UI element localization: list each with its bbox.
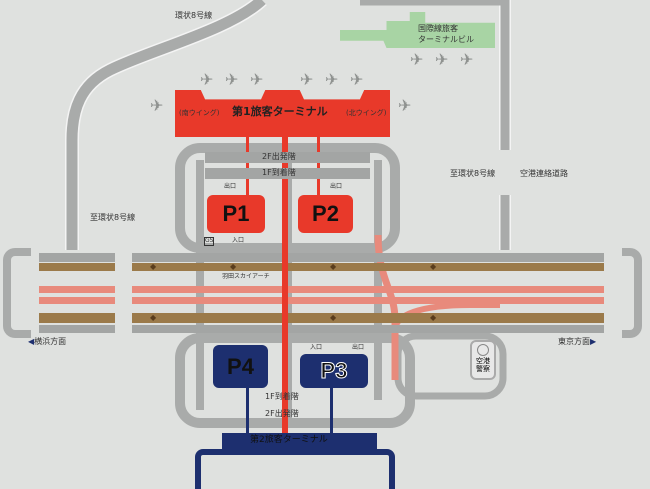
parking-p4[interactable]: P4	[213, 345, 268, 388]
terminal-2	[222, 433, 377, 449]
yokohama-direction: ◀横浜方面	[28, 337, 67, 346]
airplane-icon: ✈	[200, 70, 214, 89]
airplane-icon: ✈	[250, 70, 264, 89]
airport-police: 空港 警察	[470, 340, 496, 380]
airplane-icon: ✈	[325, 70, 339, 89]
airplane-icon: ✈	[350, 70, 364, 89]
terminal-2-label: 第2旅客ターミナル	[250, 435, 328, 445]
loop8-label: 環状8号線	[175, 11, 213, 20]
to-loop8-label: 至環状8号線	[90, 213, 136, 222]
t1-departure-label: 2F出発階	[262, 152, 296, 161]
airplane-icon: ✈	[435, 50, 449, 69]
international-terminal-label: ターミナルビル	[418, 35, 474, 44]
north-wing-label: (北ウイング)	[346, 109, 387, 117]
exit-label: 出口	[224, 183, 237, 190]
parking-p2[interactable]: P2	[298, 195, 353, 233]
entrance-label: 入口	[310, 344, 323, 351]
south-wing-label: (南ウイング)	[179, 109, 220, 117]
parking-p3[interactable]: P3	[300, 354, 368, 388]
terminal-1-label: 第1旅客ターミナル	[232, 105, 328, 118]
sky-arch-label: 羽田スカイアーチ	[222, 273, 270, 280]
to-loop8-label: 至環状8号線	[450, 169, 496, 178]
airplane-icon: ✈	[460, 50, 474, 69]
entrance-label: 入口	[232, 237, 245, 244]
airport-road-label: 空港連絡道路	[520, 169, 568, 178]
airplane-icon: ✈	[300, 70, 314, 89]
terminal-2-building	[195, 449, 395, 489]
airplane-icon: ✈	[398, 96, 412, 115]
t1-arrival-label: 1F到着階	[262, 168, 296, 177]
exit-label: 出口	[352, 344, 365, 351]
t2-arrival-label: 1F到着階	[265, 392, 299, 401]
tokyo-direction: 東京方面▶	[558, 337, 597, 346]
airplane-icon: ✈	[150, 96, 164, 115]
airplane-icon: ✈	[225, 70, 239, 89]
parking-p1[interactable]: P1	[207, 195, 265, 233]
airplane-icon: ✈	[410, 50, 424, 69]
gas-station-label: GS	[204, 237, 215, 246]
international-terminal-label: 国際線旅客	[418, 24, 458, 33]
exit-label: 出口	[330, 183, 343, 190]
t2-departure-label: 2F出発階	[265, 409, 299, 418]
